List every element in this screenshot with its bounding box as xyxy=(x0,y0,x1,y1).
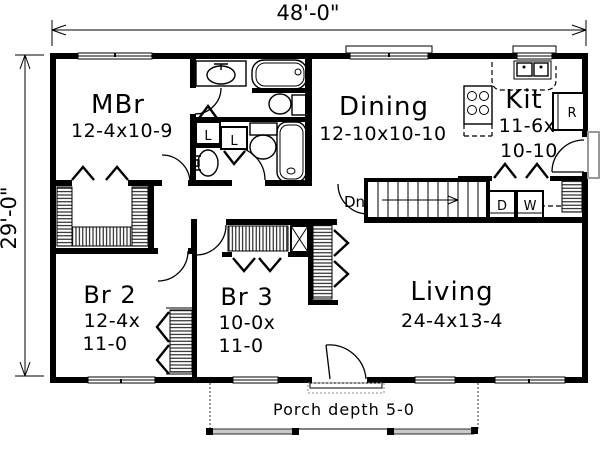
living-name: Living xyxy=(410,277,493,307)
faucet-icon xyxy=(196,155,201,171)
br2-door xyxy=(157,250,189,282)
br3-window xyxy=(232,376,279,384)
tub-drain-icon xyxy=(294,68,302,76)
living-window-1 xyxy=(414,376,456,384)
coat-closet xyxy=(312,224,350,300)
mbr-size: 12-4x10-9 xyxy=(71,120,173,142)
chase-box xyxy=(290,225,309,253)
kitchen-side-door xyxy=(551,131,600,179)
coat-closet-bifold-icon xyxy=(333,229,350,288)
washer-icon: W xyxy=(516,190,544,219)
porch-post xyxy=(471,427,478,434)
porch-rail-right xyxy=(390,428,475,435)
linen2-label: L xyxy=(230,134,238,149)
washer-label: W xyxy=(524,199,537,214)
cooktop-icon xyxy=(463,85,493,125)
br2-size2: 11-0 xyxy=(82,333,127,355)
br3-closet-bifold-icon xyxy=(232,257,282,273)
toilet-bowl-icon xyxy=(249,134,277,160)
refrigerator-label: R xyxy=(567,106,576,121)
living-window-2 xyxy=(494,376,566,384)
hall-bath-door xyxy=(231,146,266,181)
porch-post xyxy=(387,428,394,435)
kit-size1: 11-6x xyxy=(499,115,556,137)
stairs: Dn xyxy=(344,182,479,217)
br2-closet xyxy=(155,307,193,375)
faucet-icon xyxy=(214,63,228,70)
porch-post xyxy=(206,428,213,435)
width-dimension-label: 48'-0" xyxy=(276,1,339,25)
kit-size2: 10-10 xyxy=(500,140,558,162)
tub-drain-icon xyxy=(286,167,296,175)
stairs-label: Dn xyxy=(344,193,365,211)
double-sink-icon xyxy=(513,60,552,80)
mbr-closet xyxy=(56,165,149,247)
porch-label: Porch depth 5-0 xyxy=(273,400,415,419)
dining-size: 12-10x10-10 xyxy=(319,123,446,145)
kit-name: Kit xyxy=(505,85,542,115)
br2-size1: 12-4x xyxy=(84,310,141,332)
side-stoop xyxy=(587,131,600,179)
dining-window xyxy=(345,45,433,60)
br3-door xyxy=(195,224,227,256)
br2-name: Br 2 xyxy=(83,281,136,309)
height-dimension: 29'-0" xyxy=(0,54,44,377)
interior-walls xyxy=(50,59,588,377)
linen2-door-icon xyxy=(223,150,246,166)
sink-icon xyxy=(197,149,219,177)
dining-name: Dining xyxy=(339,92,429,122)
peninsula-outline xyxy=(463,124,493,137)
linen1-label: L xyxy=(204,129,212,144)
width-dimension: 48'-0" xyxy=(51,1,587,46)
mbr-door xyxy=(161,154,191,184)
master-bath-door xyxy=(194,87,222,115)
hall-bath: L L xyxy=(195,103,307,183)
laundry-bifold-icon xyxy=(493,162,549,179)
living-size: 24-4x13-4 xyxy=(401,310,503,332)
tub-icon xyxy=(276,121,307,183)
linen-closet-1: L xyxy=(195,103,221,145)
basement-stairs-door xyxy=(337,183,369,215)
br3-size1: 10-0x xyxy=(219,312,276,334)
dryer-label: D xyxy=(497,199,507,214)
porch-post xyxy=(292,428,299,435)
mbr-closet-bifold-icon xyxy=(71,165,129,181)
toilet-bowl-icon xyxy=(268,93,292,115)
vanity-counter xyxy=(195,60,247,87)
room-labels: MBr 12-4x10-9 Dining 12-10x10-10 Kit 11-… xyxy=(71,85,558,357)
kitchen-window xyxy=(512,45,557,60)
master-bath xyxy=(195,59,308,116)
toilet-tank-icon xyxy=(291,94,307,116)
br2-closet-bifold-icon xyxy=(155,311,170,375)
dryer-icon: D xyxy=(488,190,516,219)
br3-name: Br 3 xyxy=(220,283,273,311)
kitchen: R xyxy=(463,60,585,179)
laundry: D W xyxy=(488,190,562,219)
windows xyxy=(77,45,566,384)
counter-outline xyxy=(491,62,557,91)
porch-rail-left xyxy=(210,428,296,435)
front-door xyxy=(307,344,385,394)
linen1-door-icon xyxy=(196,103,220,122)
br2-window xyxy=(87,376,156,384)
porch: Porch depth 5-0 xyxy=(206,383,479,435)
refrigerator-icon: R xyxy=(552,92,585,131)
mbr-name: MBr xyxy=(91,90,145,120)
pantry-shelves xyxy=(561,180,583,213)
toilet-tank-icon xyxy=(249,122,278,136)
height-dimension-label: 29'-0" xyxy=(0,186,21,249)
tub-icon xyxy=(251,59,308,90)
stairs-direction-arrow-icon xyxy=(382,195,459,205)
mbr-window xyxy=(77,52,153,60)
br3-size2: 11-0 xyxy=(218,335,263,357)
linen-closet-2: L xyxy=(220,126,248,166)
br3-closet xyxy=(227,225,289,273)
